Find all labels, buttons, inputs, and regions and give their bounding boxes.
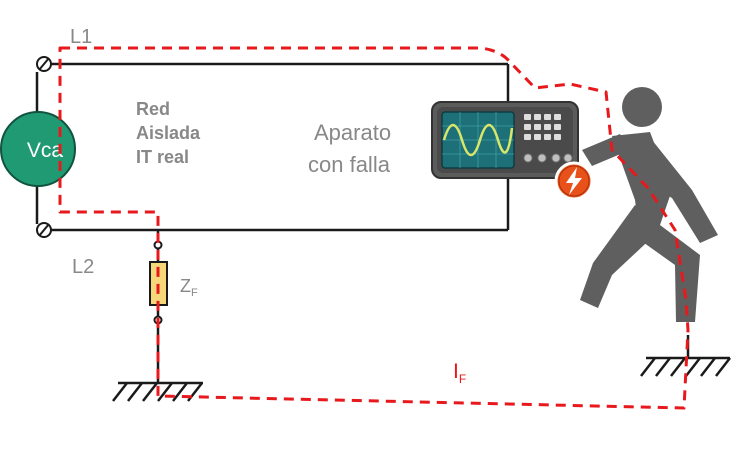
network-label-line3: IT real <box>136 147 189 167</box>
ground-symbol-network <box>112 381 203 402</box>
device-label-line2: con falla <box>308 152 391 177</box>
device-label-line1: Aparato <box>314 120 391 145</box>
impedance-label-sub: F <box>191 287 198 299</box>
terminal-l2 <box>36 222 52 238</box>
fault-current-label-main: I <box>453 360 459 383</box>
source-label: Vca <box>27 139 64 162</box>
voltage-source: Vca <box>0 111 76 187</box>
line-l1-label: L1 <box>70 26 92 48</box>
oscilloscope-icon <box>431 101 579 179</box>
network-label-line1: Red <box>136 99 170 119</box>
terminal-l1 <box>36 56 52 72</box>
person-touching-icon <box>580 87 718 322</box>
fault-current-path <box>58 46 690 410</box>
fault-current-label-sub: F <box>459 372 466 386</box>
network-label: Red Aislada IT real <box>136 99 201 167</box>
lightning-warning-icon <box>554 161 594 201</box>
ground-symbol-person <box>640 335 731 377</box>
impedance-label: ZF <box>180 276 198 299</box>
line-l2-label: L2 <box>72 256 94 278</box>
device-label: Aparato con falla <box>308 120 391 177</box>
fault-current-label: IF <box>453 360 466 386</box>
network-label-line2: Aislada <box>136 123 201 143</box>
impedance-label-main: Z <box>180 276 191 296</box>
